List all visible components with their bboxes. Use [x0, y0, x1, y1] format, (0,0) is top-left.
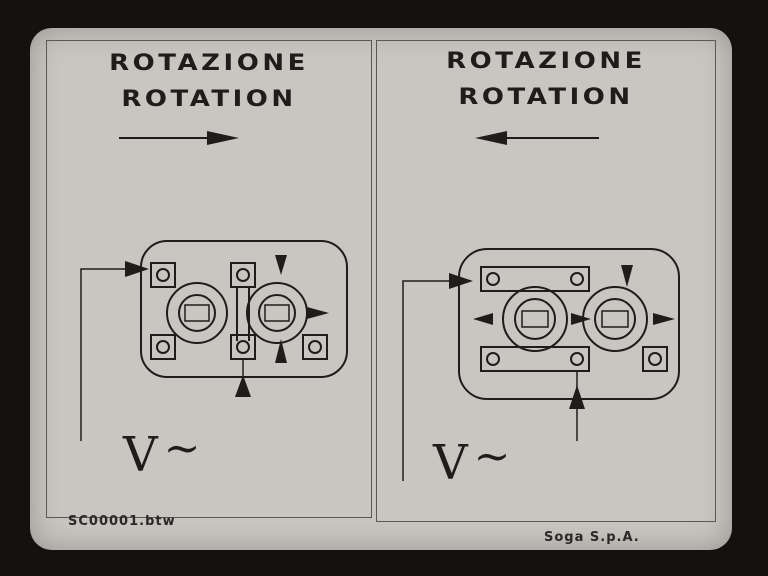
rotation-label-sticker: ROTAZIONE ROTATION: [30, 28, 732, 550]
right-terminal-block-diagram: [402, 248, 680, 481]
right-ac-wave-icon: ~: [473, 431, 511, 482]
left-ac-wave-icon: ~: [163, 423, 201, 474]
left-direction-arrow-icon: [119, 131, 239, 145]
left-title-italian: ROTAZIONE: [109, 51, 309, 76]
left-terminal-block-diagram: [80, 240, 348, 441]
right-rotation-panel: ROTAZIONE ROTATION: [376, 40, 716, 522]
right-title-italian: ROTAZIONE: [446, 49, 646, 74]
right-title-english: ROTATION: [458, 85, 634, 110]
right-ac-supply-symbol: V~: [433, 435, 511, 488]
left-voltage-letter: V: [123, 427, 158, 483]
left-ac-supply-symbol: V~: [123, 427, 201, 480]
left-title-english: ROTATION: [121, 87, 297, 112]
left-rotation-panel: ROTAZIONE ROTATION: [46, 40, 372, 518]
right-voltage-letter: V: [433, 435, 468, 491]
brand-label: Soga S.p.A.: [544, 530, 640, 545]
right-direction-arrow-icon: [475, 131, 599, 145]
file-code-label: SC00001.btw: [68, 514, 176, 529]
